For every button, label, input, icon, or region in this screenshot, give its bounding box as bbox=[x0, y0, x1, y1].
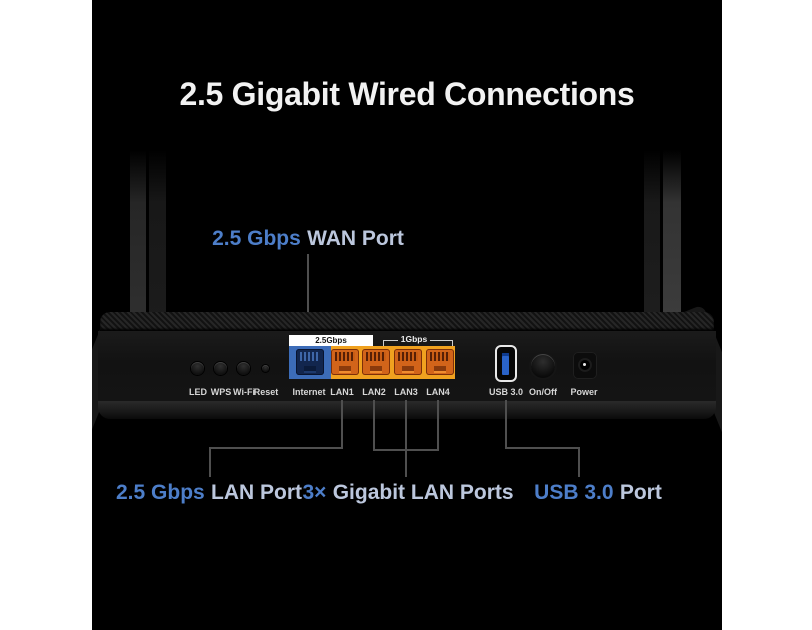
usb-leader-drop bbox=[578, 447, 580, 477]
gigabit-callout-highlight: 3× bbox=[302, 481, 327, 504]
wan-speed-strip: 2.5Gbps bbox=[289, 335, 373, 346]
wifi-label: Wi-Fi bbox=[233, 387, 255, 397]
lan4-rj45-jack bbox=[426, 349, 454, 375]
power-jack-pin bbox=[583, 363, 586, 366]
wps-button bbox=[214, 362, 227, 375]
lan1-leader-horizontal bbox=[209, 447, 343, 449]
gigabit-callout: 3×Gigabit LAN Ports bbox=[302, 481, 513, 505]
lan25-callout-rest: LAN Port bbox=[211, 481, 302, 504]
led-button bbox=[191, 362, 204, 375]
usb3-port bbox=[495, 345, 517, 382]
reset-button bbox=[262, 365, 269, 372]
gigabit-bracket-right-line bbox=[430, 340, 452, 341]
wan-leader-line bbox=[307, 254, 309, 332]
onoff-label: On/Off bbox=[529, 387, 557, 397]
gigabit-bracket-right-tick bbox=[452, 340, 453, 346]
gigabit-leader-connector bbox=[373, 449, 439, 451]
usb3-label: USB 3.0 bbox=[488, 387, 524, 397]
lan1-leader-vertical bbox=[341, 400, 343, 449]
internet-rj45-jack bbox=[296, 349, 324, 375]
usb-callout-highlight: USB 3.0 bbox=[534, 481, 614, 504]
lan2-rj45-jack bbox=[362, 349, 390, 375]
internet-port bbox=[289, 346, 331, 379]
lan2-leader-vertical bbox=[373, 400, 375, 451]
lan4-label: LAN4 bbox=[426, 387, 450, 397]
lan1-label: LAN1 bbox=[330, 387, 354, 397]
wps-label: WPS bbox=[210, 387, 232, 397]
lan3-leader-vertical bbox=[405, 400, 407, 477]
lan2-label: LAN2 bbox=[362, 387, 386, 397]
usb-tongue bbox=[502, 353, 509, 375]
usb-callout-rest: Port bbox=[619, 481, 662, 504]
lan1-rj45-jack bbox=[331, 349, 359, 375]
usb-leader-horizontal bbox=[505, 447, 580, 449]
lan3-rj45-jack bbox=[394, 349, 422, 375]
router-top-vent bbox=[100, 312, 714, 331]
gigabit-bracket-left-tick bbox=[383, 340, 384, 346]
gigabit-bracket-left-line bbox=[383, 340, 398, 341]
gigabit-speed-label: 1Gbps bbox=[400, 334, 428, 344]
lan25-callout: 2.5 Gbps LAN Port bbox=[116, 481, 302, 505]
internet-label: Internet bbox=[292, 387, 326, 397]
power-jack bbox=[573, 352, 597, 379]
reset-label: Reset bbox=[253, 387, 279, 397]
lan25-callout-highlight: 2.5 Gbps bbox=[116, 481, 205, 504]
lan3-label: LAN3 bbox=[394, 387, 418, 397]
black-stage: 2.5 Gigabit Wired Connections 2.5 Gbps WA… bbox=[92, 0, 722, 630]
page-title: 2.5 Gigabit Wired Connections bbox=[179, 76, 635, 112]
router-bottom-edge bbox=[98, 401, 716, 419]
led-label: LED bbox=[189, 387, 207, 397]
lan-port-block bbox=[331, 346, 455, 379]
on-off-button bbox=[531, 354, 555, 378]
gigabit-callout-rest: Gigabit LAN Ports bbox=[332, 481, 514, 504]
wifi-button bbox=[237, 362, 250, 375]
wan-callout-highlight: 2.5 Gbps bbox=[212, 227, 301, 250]
power-label: Power bbox=[570, 387, 598, 397]
lan1-leader-drop bbox=[209, 447, 211, 477]
wan-callout-rest: WAN Port bbox=[307, 227, 404, 250]
wan-callout: 2.5 Gbps WAN Port bbox=[212, 227, 404, 251]
lan4-leader-vertical bbox=[437, 400, 439, 451]
usb-leader-vertical bbox=[505, 400, 507, 449]
